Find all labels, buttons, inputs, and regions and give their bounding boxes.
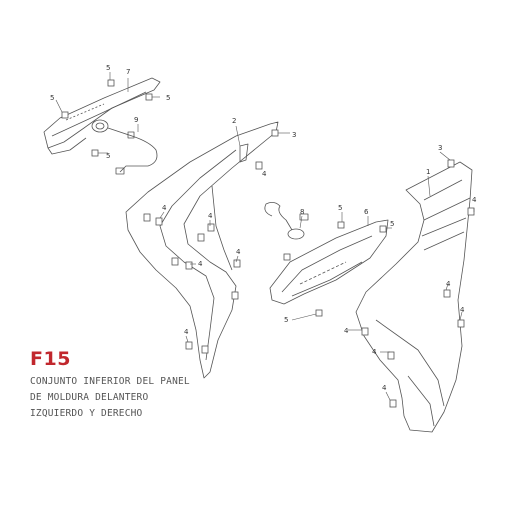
part-label-5: 5 — [106, 64, 110, 72]
part-label-4: 4 — [236, 248, 241, 256]
part-label-4: 4 — [198, 260, 203, 268]
part-label-4: 4 — [472, 196, 477, 204]
part-label-8: 8 — [300, 208, 304, 216]
clip-icon — [231, 291, 239, 300]
part-label-4: 4 — [184, 328, 189, 336]
clip-icon — [171, 257, 179, 266]
part-label-6: 6 — [364, 208, 369, 216]
clip-icon — [185, 261, 193, 270]
bracket-part-7 — [43, 77, 161, 155]
part-label-4: 4 — [208, 212, 213, 220]
part-label-4: 4 — [460, 306, 465, 314]
bulb-socket-part-8 — [264, 202, 309, 240]
part-label-4: 4 — [382, 384, 387, 392]
part-label-9: 9 — [134, 116, 138, 124]
part-label-4: 4 — [372, 348, 377, 356]
caption-line-1: CONJUNTO INFERIOR DEL PANEL — [30, 376, 190, 387]
screw-icon — [315, 309, 323, 317]
clip-icon — [255, 161, 263, 170]
screw-icon — [337, 221, 345, 229]
caption-line-2: DE MOLDURA DELANTERO — [30, 392, 149, 403]
part-label-4: 4 — [262, 170, 267, 178]
clip-icon — [443, 289, 451, 298]
lamp-housing-part-6 — [269, 219, 389, 305]
part-label-5: 5 — [338, 204, 342, 212]
clip-icon — [143, 213, 151, 222]
figure-code: F15 — [30, 348, 71, 370]
left-lower-panel-part-2 — [125, 121, 279, 379]
turn-signal-bulb — [91, 119, 109, 133]
part-label-4: 4 — [344, 327, 349, 335]
part-label-1: 1 — [426, 168, 430, 176]
clip-icon — [389, 399, 397, 408]
clip-icon — [207, 223, 215, 232]
part-label-5: 5 — [106, 152, 110, 160]
clip-icon — [447, 159, 455, 168]
clip-icon — [185, 341, 193, 350]
clip-icon — [155, 217, 163, 226]
clip-icon — [201, 345, 209, 354]
screw-icon — [107, 79, 115, 87]
clip-icon — [387, 351, 395, 360]
right-lower-panel-part-1 — [355, 161, 473, 433]
part-label-3: 3 — [438, 144, 442, 152]
part-label-5: 5 — [390, 220, 394, 228]
wire-harness-part-9 — [107, 127, 158, 175]
clip-icon — [233, 259, 241, 268]
screw-icon — [91, 149, 99, 157]
clip-icon — [467, 207, 475, 216]
part-label-7: 7 — [126, 68, 130, 76]
part-label-2: 2 — [232, 117, 236, 125]
clip-icon — [361, 327, 369, 336]
clip-icon — [197, 233, 205, 242]
part-label-5: 5 — [50, 94, 54, 102]
screw-icon — [379, 225, 387, 233]
part-label-3: 3 — [292, 131, 296, 139]
screw-icon — [61, 111, 69, 119]
caption-line-3: IZQUIERDO Y DERECHO — [30, 408, 143, 419]
screw-icon — [271, 129, 279, 137]
clip-icon — [457, 319, 465, 328]
screw-icon — [145, 93, 153, 101]
part-label-4: 4 — [162, 204, 167, 212]
part-label-5: 5 — [166, 94, 170, 102]
part-label-4: 4 — [446, 280, 451, 288]
screw-icon — [283, 253, 291, 261]
part-label-5: 5 — [284, 316, 288, 324]
